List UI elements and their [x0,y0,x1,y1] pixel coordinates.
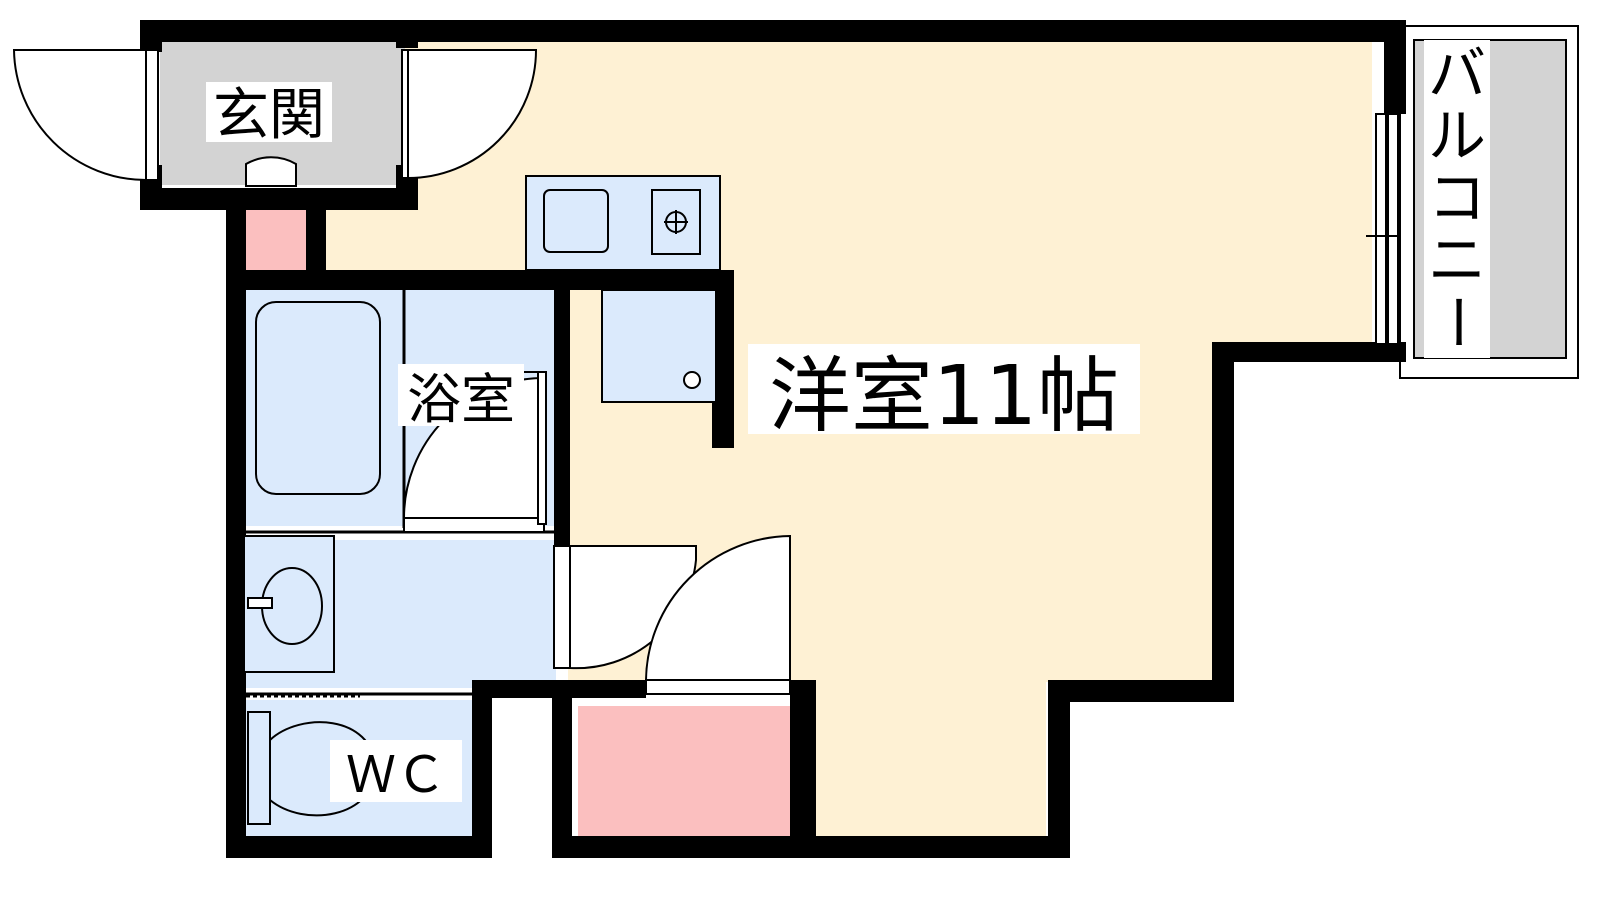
entrance-label-bg [206,82,332,142]
closet-floor [578,706,796,848]
faucet [247,597,273,609]
bath-label: 浴室 [407,368,515,431]
walls [140,20,1406,858]
bathtub [255,301,381,495]
entrance-door-left[interactable] [12,49,159,182]
wc-label-bg [330,740,462,802]
closet-door[interactable] [644,534,791,681]
kitchen-counter [525,175,721,271]
entrance-inner-door[interactable] [245,156,297,187]
svg-text:ー: ー [1423,293,1491,351]
svg-text:ル: ル [1428,102,1486,170]
entrance-door-right[interactable] [401,49,538,180]
svg-text:コ: コ [1428,164,1486,232]
balcony-label: バ ル コ ニ ー [1423,40,1491,351]
balcony-label-bg [1424,40,1490,358]
closet-door-frame [645,679,791,695]
bath-label-bg [398,364,524,426]
wc-label: ＷＣ [346,746,446,804]
kitchen-sink [543,189,609,253]
balcony-window[interactable] [1366,113,1399,345]
svg-text:ニ: ニ [1428,226,1486,294]
entrance-step [245,208,307,270]
svg-text:バ: バ [1428,40,1486,108]
refrigerator-icon [683,371,701,389]
bathroom-door-frame [537,371,547,525]
room-label-bg [748,344,1140,434]
entrance-label: 玄関 [213,83,325,148]
room-label: 洋室11帖 [769,349,1119,444]
washroom-door-frame [553,545,571,669]
wc-tank [247,711,271,825]
